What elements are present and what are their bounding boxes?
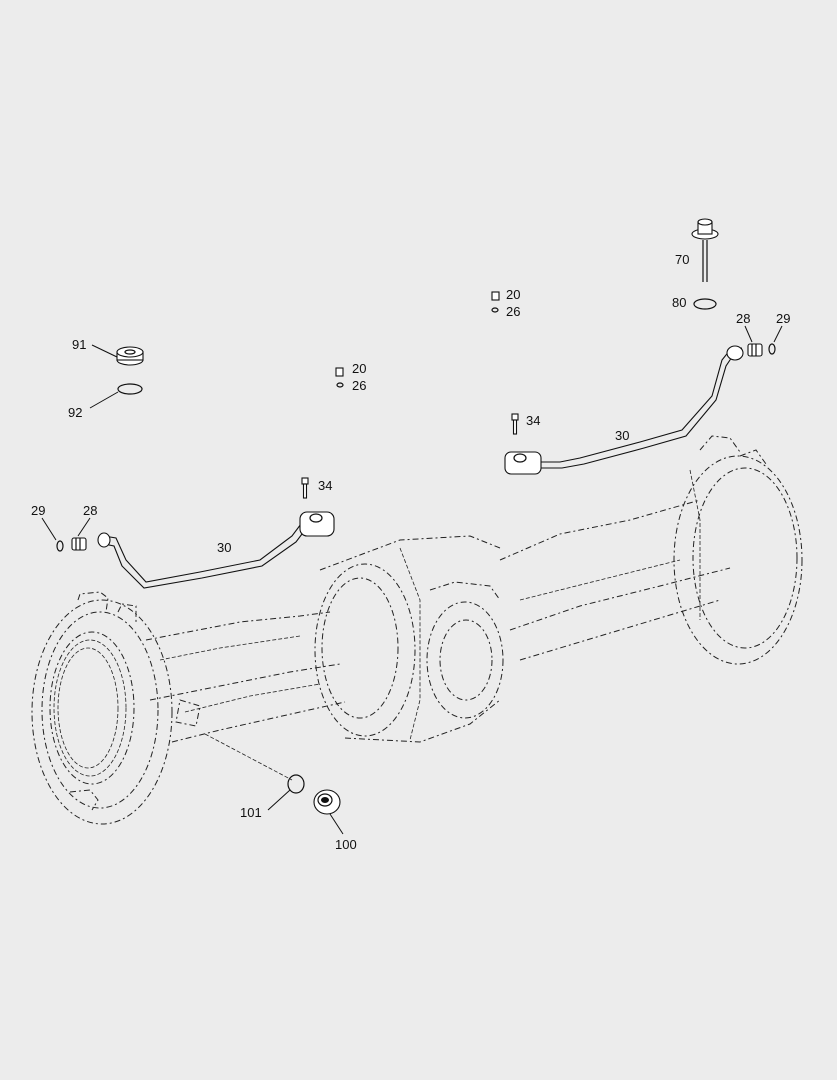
callout-30-right: 30	[615, 428, 629, 443]
pipe-part-30-right[interactable]	[504, 345, 744, 475]
callout-30-left: 30	[217, 540, 231, 555]
axle-housing-outline	[31, 435, 803, 825]
seal-ring-part-29-right[interactable]	[768, 343, 776, 355]
o-ring-part-92[interactable]	[117, 383, 143, 395]
plug-part-100[interactable]	[313, 789, 341, 815]
plug-part-20-lower[interactable]	[335, 367, 344, 377]
callout-34-left: 34	[318, 478, 332, 493]
callout-29-left: 29	[31, 503, 45, 518]
o-ring-part-101[interactable]	[287, 774, 305, 794]
callout-80: 80	[672, 295, 686, 310]
washer-part-26-upper[interactable]	[491, 307, 499, 313]
fitting-part-28-left[interactable]	[71, 537, 87, 551]
pipe-part-30-left[interactable]	[97, 511, 335, 589]
bolt-part-34-left[interactable]	[301, 477, 309, 499]
washer-part-26-lower[interactable]	[336, 382, 344, 388]
bolt-part-34-right[interactable]	[511, 413, 519, 435]
callout-29-right: 29	[776, 311, 790, 326]
callout-101: 101	[240, 805, 262, 820]
dipstick-part-70[interactable]	[691, 218, 719, 282]
leader-lines	[41, 301, 783, 835]
callout-91: 91	[72, 337, 86, 352]
callout-70: 70	[675, 252, 689, 267]
o-ring-part-80[interactable]	[693, 298, 717, 310]
callout-20-upper: 20	[506, 287, 520, 302]
fitting-part-28-right[interactable]	[747, 343, 763, 357]
callout-100: 100	[335, 837, 357, 852]
callout-20-lower: 20	[352, 361, 366, 376]
callout-28-left: 28	[83, 503, 97, 518]
callout-26-upper: 26	[506, 304, 520, 319]
plug-part-20-upper[interactable]	[491, 291, 500, 301]
callout-34-right: 34	[526, 413, 540, 428]
plug-part-91[interactable]	[116, 346, 144, 366]
callout-92: 92	[68, 405, 82, 420]
callout-28-right: 28	[736, 311, 750, 326]
callout-26-lower: 26	[352, 378, 366, 393]
seal-ring-part-29-left[interactable]	[56, 540, 64, 552]
